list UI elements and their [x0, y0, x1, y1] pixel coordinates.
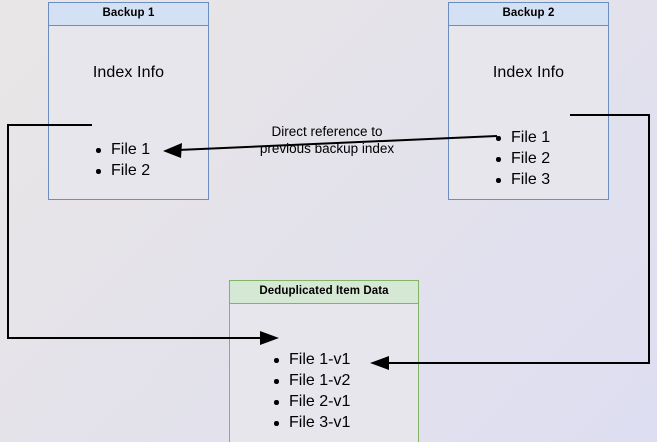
backup-1-subtitle: Index Info — [92, 64, 165, 81]
direct-reference-label-line-2: previous backup index — [259, 141, 395, 156]
backup-2-subtitle: Index Info — [492, 64, 565, 81]
list-item: File 2 — [494, 148, 550, 169]
list-item: File 1-v2 — [272, 370, 350, 391]
list-item: File 1 — [94, 139, 150, 160]
list-item: File 3 — [494, 169, 550, 190]
list-item: File 1-v1 — [272, 349, 350, 370]
list-item: File 2 — [94, 160, 150, 181]
direct-reference-label-line-1: Direct reference to — [271, 124, 383, 139]
backup-1-body: Index Info File 1 File 2 — [49, 26, 208, 199]
backup-2-body: Index Info File 1 File 2 File 3 — [449, 26, 608, 199]
direct-reference-label: Direct reference to previous backup inde… — [252, 123, 402, 157]
deduplicated-item-data-header: Deduplicated Item Data — [230, 281, 418, 304]
deduplicated-item-data-body: File 1-v1 File 1-v2 File 2-v1 File 3-v1 — [230, 304, 418, 442]
list-item: File 1 — [494, 127, 550, 148]
backup-1-file-list: File 1 File 2 — [94, 139, 150, 181]
dedup-file-list: File 1-v1 File 1-v2 File 2-v1 File 3-v1 — [272, 349, 350, 433]
backup-2-file-list: File 1 File 2 File 3 — [494, 127, 550, 190]
backup-1-node[interactable]: Backup 1 Index Info File 1 File 2 — [48, 2, 209, 200]
deduplicated-item-data-node[interactable]: Deduplicated Item Data File 1-v1 File 1-… — [229, 280, 419, 442]
backup-2-node[interactable]: Backup 2 Index Info File 1 File 2 File 3 — [448, 2, 609, 200]
backup-1-header: Backup 1 — [49, 3, 208, 26]
list-item: File 3-v1 — [272, 412, 350, 433]
backup-2-header: Backup 2 — [449, 3, 608, 26]
list-item: File 2-v1 — [272, 391, 350, 412]
